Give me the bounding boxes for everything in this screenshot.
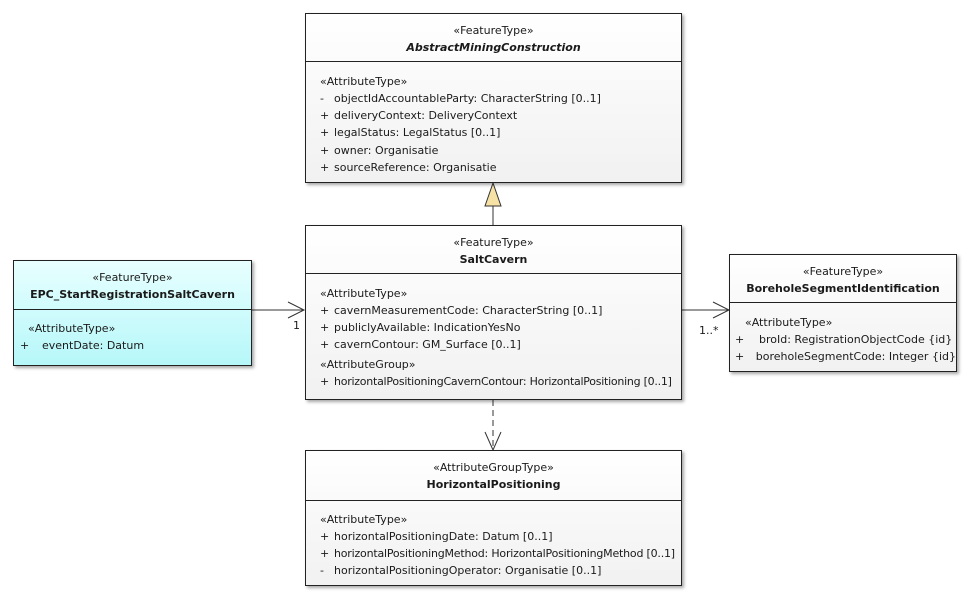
visibility-marker: + [320,338,330,352]
attribute-text: horizontalPositioningMethod: HorizontalP… [334,547,675,561]
attribute-row: + cavernContour: GM_Surface [0..1] [320,336,681,353]
class-header: «FeatureType» SaltCavern [306,226,681,274]
attribute-row: -objectIdAccountableParty: CharacterStri… [320,90,681,107]
attribute-text: cavernContour: GM_Surface [0..1] [334,338,521,352]
generalization-saltcavern-abstractminingconstruction [484,181,502,225]
attribute-row: + publiclyAvailable: IndicationYesNo [320,319,681,336]
attribute-text: boreholeSegmentCode: Integer {id} [755,350,956,364]
stereotype-label: «FeatureType» [453,236,534,249]
association-epc-saltcavern [252,301,306,319]
class-borehole-segment-identification[interactable]: «FeatureType» BoreholeSegmentIdentificat… [729,254,957,372]
multiplicity-label-epc-saltcavern: 1 [293,319,300,332]
attribute-row: + cavernMeasurementCode: CharacterString … [320,302,681,319]
dependency-saltcavern-horizontalpositioning [484,400,502,452]
generalization-arrowhead [484,181,502,207]
class-header: «FeatureType» BoreholeSegmentIdentificat… [730,255,956,303]
class-name: EPC_StartRegistrationSaltCavern [30,288,235,301]
attribute-text: publiclyAvailable: IndicationYesNo [334,321,521,335]
attribute-group: «AttributeType» + horizontalPositioningDa… [320,511,681,580]
attribute-row: + legalStatus: LegalStatus [0..1] [320,124,681,141]
attribute-row: + broId: RegistrationObjectCode {id} [735,331,956,348]
attribute-text: horizontalPositioningDate: Datum [0..1] [334,530,553,543]
visibility-marker: + [735,350,745,364]
stereotype-label: «AttributeGroupType» [433,461,554,474]
attribute-text: owner: Organisatie [334,143,439,157]
visibility-marker: + [320,547,330,561]
open-arrowhead [287,301,306,319]
visibility-marker: + [320,143,330,157]
attribute-compartment: «AttributeType» + broId: RegistrationObje… [730,303,956,365]
group-stereotype: «AttributeType» [745,316,833,329]
attribute-row: + sourceReference: Organisatie [320,159,681,176]
attribute-compartment: «AttributeType» -objectIdAccountablePart… [306,62,681,176]
attribute-compartment: «AttributeType» + eventDate: Datum [14,310,251,354]
attribute-row: + deliveryContext: DeliveryContext [320,107,681,124]
group-stereotype: «AttributeGroup» [320,357,416,371]
stereotype-label: «FeatureType» [92,271,173,284]
visibility-marker: + [20,339,30,352]
group-stereotype: «AttributeType» [28,322,116,335]
association-saltcavern-borehole [682,301,731,319]
attribute-text: objectIdAccountableParty: CharacterStrin… [334,92,601,105]
visibility-marker: - [320,92,324,105]
attribute-row: + owner: Organisatie [320,142,681,159]
class-name: HorizontalPositioning [426,478,561,491]
class-header: «AttributeGroupType» HorizontalPositioni… [306,451,681,501]
attribute-text: sourceReference: Organisatie [334,160,497,174]
class-abstract-mining-construction[interactable]: «FeatureType» AbstractMiningConstruction… [305,13,682,183]
attribute-row: -horizontalPositioningOperator: Organisa… [320,562,681,579]
visibility-marker: + [735,333,745,346]
attribute-text: broId: RegistrationObjectCode {id} [759,333,953,346]
class-name: SaltCavern [459,253,528,266]
attribute-row: + boreholeSegmentCode: Integer {id} [735,348,956,365]
visibility-marker: + [320,321,330,335]
attribute-group: «AttributeType» + eventDate: Datum [20,320,251,354]
attribute-group: «AttributeType» + cavernMeasurementCode: … [320,285,681,354]
attribute-compartment: «AttributeType» + horizontalPositioningDa… [306,501,681,580]
stereotype-label: «FeatureType» [453,24,534,37]
visibility-marker: + [320,160,330,174]
attribute-group: «AttributeType» -objectIdAccountablePart… [320,73,681,176]
attribute-compartment: «AttributeType» + cavernMeasurementCode: … [306,274,681,390]
class-name: AbstractMiningConstruction [406,41,581,54]
visibility-marker: - [320,564,324,578]
group-stereotype: «AttributeType» [320,513,408,526]
attribute-row: + horizontalPositioningDate: Datum [0..1] [320,528,681,545]
class-header: «FeatureType» AbstractMiningConstruction [306,14,681,62]
attribute-group: «AttributeType» + broId: RegistrationObje… [735,314,956,365]
attribute-row: + horizontalPositioningCavernContour: Hor… [320,373,681,390]
stereotype-label: «FeatureType» [802,265,884,278]
attribute-text: horizontalPositioningOperator: Organisat… [334,564,602,578]
class-salt-cavern[interactable]: «FeatureType» SaltCavern «AttributeType»… [305,225,682,400]
group-stereotype: «AttributeType» [320,287,408,300]
attribute-row: + eventDate: Datum [20,337,251,354]
visibility-marker: + [320,109,330,123]
attribute-group: «AttributeGroup» + horizontalPositioningC… [320,356,681,390]
attribute-text: eventDate: Datum [42,339,145,352]
multiplicity-label-saltcavern-borehole: 1..* [699,324,719,337]
class-header: «FeatureType» EPC_StartRegistrationSaltC… [14,261,251,310]
visibility-marker: + [320,530,330,543]
attribute-text: deliveryContext: DeliveryContext [334,109,518,123]
group-stereotype: «AttributeType» [320,75,408,88]
attribute-text: cavernMeasurementCode: CharacterString [… [334,304,603,317]
class-name: BoreholeSegmentIdentification [746,282,940,295]
attribute-text: legalStatus: LegalStatus [0..1] [334,126,501,140]
visibility-marker: + [320,374,330,388]
class-horizontal-positioning[interactable]: «AttributeGroupType» HorizontalPositioni… [305,450,682,586]
visibility-marker: + [320,126,330,140]
class-epc-start-registration-salt-cavern[interactable]: «FeatureType» EPC_StartRegistrationSaltC… [13,260,252,366]
attribute-row: + horizontalPositioningMethod: Horizontal… [320,545,681,562]
visibility-marker: + [320,304,330,317]
attribute-text: horizontalPositioningCavernContour: Hori… [334,374,672,388]
